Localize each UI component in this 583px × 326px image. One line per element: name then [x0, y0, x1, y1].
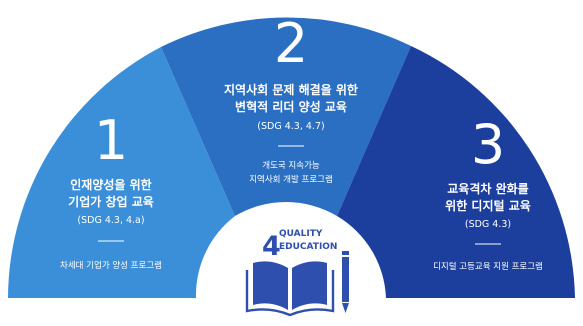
- segment-1-sdg: (SDG 4.3, 4.a): [77, 215, 144, 226]
- segment-2: 2 지역사회 문제 해결을 위한 변혁적 리더 양성 교육 (SDG 4.3, …: [161, 12, 411, 216]
- segment-2-shape: [161, 17, 411, 216]
- segment-3: 3 교육격차 완화를 위한 디지털 교육 (SDG 4.3) 디지털 고등교육 …: [337, 46, 575, 298]
- segment-3-number: 3: [471, 113, 505, 176]
- segment-3-program: 디지털 고등교육 지원 프로그램: [433, 261, 543, 272]
- goal-number: 4: [262, 231, 281, 262]
- segment-2-sdg: (SDG 4.3, 4.7): [257, 121, 324, 132]
- segment-1-title-line2: 기업가 창업 교육: [68, 194, 154, 209]
- open-book-pencil-icon: [245, 251, 349, 317]
- segment-2-number: 2: [274, 12, 308, 75]
- center-badge: 4 QUALITY EDUCATION: [245, 229, 349, 317]
- segment-3-shape: [337, 46, 575, 298]
- segment-2-title-line2: 변혁적 리더 양성 교육: [235, 99, 347, 114]
- segment-1-shape: [8, 47, 235, 298]
- segment-1-title-line1: 인재양성을 위한: [70, 177, 151, 192]
- segment-3-title-line1: 교육격차 완화를: [447, 181, 528, 196]
- segment-2-title-line1: 지역사회 문제 해결을 위한: [224, 82, 358, 97]
- goal-label-line2: EDUCATION: [279, 242, 337, 252]
- segment-2-program-line2: 지역사회 개발 프로그램: [249, 174, 333, 185]
- segment-2-program-line1: 개도국 지속가능: [262, 160, 320, 171]
- segment-1-number: 1: [94, 109, 128, 172]
- segment-3-title-line2: 위한 디지털 교육: [445, 198, 531, 213]
- segment-1-program: 차세대 기업가 양성 프로그램: [60, 260, 162, 271]
- segment-1: 1 인재양성을 위한 기업가 창업 교육 (SDG 4.3, 4.a) 차세대 …: [8, 47, 235, 298]
- goal-label-line1: QUALITY: [279, 229, 323, 239]
- segment-3-sdg: (SDG 4.3): [465, 219, 511, 230]
